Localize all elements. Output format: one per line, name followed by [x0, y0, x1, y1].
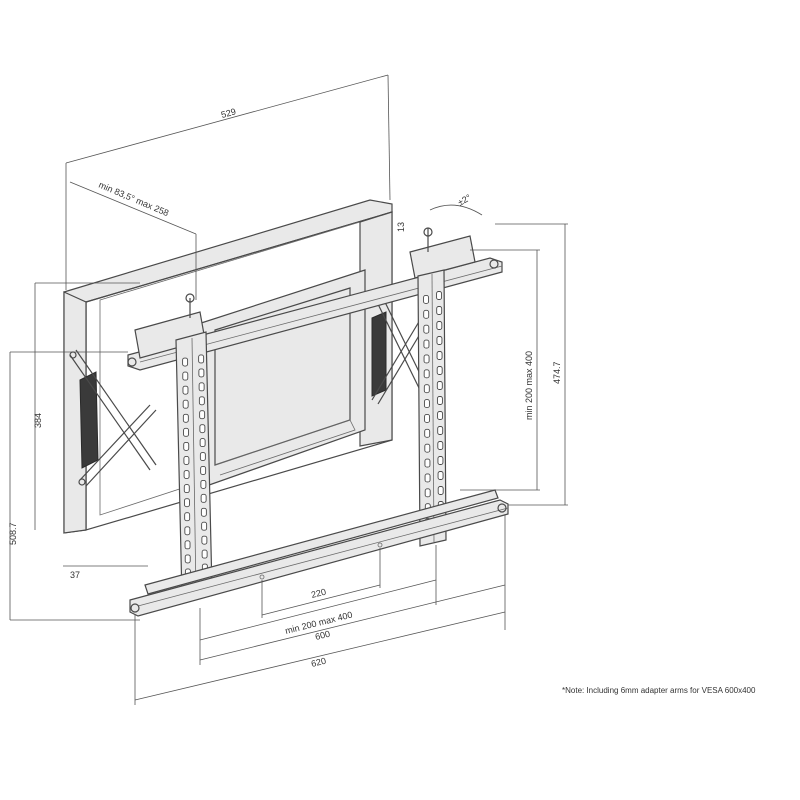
bracket-slot [423, 324, 430, 334]
bracket-slot [436, 351, 443, 360]
bracket-slot [184, 526, 191, 536]
bracket-slot [198, 396, 205, 406]
bracket-slot [436, 381, 443, 390]
bracket-slot [201, 535, 208, 545]
dim-top-width: 529 [220, 106, 237, 120]
scissor-arm-left [69, 349, 157, 487]
bracket-slot [424, 458, 431, 468]
dim-right-height: 474.7 [552, 361, 562, 384]
bracket-slot [201, 549, 208, 559]
dim-tilt-small: 13 [396, 222, 406, 232]
bottom-rail [129, 489, 509, 617]
bracket-slot [201, 521, 208, 531]
bracket-slot [437, 471, 444, 480]
bracket-slot [183, 470, 190, 479]
bracket-slot [437, 441, 444, 450]
vertical-bracket-left [175, 331, 213, 599]
bracket-slot [436, 321, 443, 330]
bracket-slot [424, 488, 431, 498]
bracket-slot [423, 399, 430, 409]
dim-bottom-600: 600 [314, 629, 331, 642]
bracket-slot [424, 443, 431, 453]
bracket-slot [182, 357, 189, 367]
bracket-slot [436, 336, 443, 345]
dim-bottom-620: 620 [310, 656, 327, 669]
bracket-slot [200, 466, 207, 475]
bracket-slot [424, 473, 431, 483]
dim-tilt-angle: ±2° [456, 192, 473, 208]
bracket-slot [436, 396, 443, 405]
bracket-slot [437, 456, 444, 465]
bracket-slot [182, 371, 189, 381]
bracket-slot [200, 479, 207, 489]
bracket-slot [200, 507, 207, 517]
bracket-slot [436, 366, 443, 375]
bracket-slot [199, 452, 206, 461]
bracket-slot [182, 413, 189, 423]
bracket-slot [182, 385, 189, 395]
bracket-slot [436, 291, 443, 300]
bracket-slot [183, 456, 190, 465]
bracket-slot [198, 382, 205, 392]
bracket-slot [423, 339, 430, 349]
bracket-slot [437, 486, 444, 495]
bracket-slot [183, 484, 190, 494]
bracket-slot [184, 498, 190, 508]
bracket-slot [184, 554, 191, 564]
bracket-slot [182, 399, 189, 409]
dim-right-vertical-range: min 200 max 400 [524, 351, 534, 420]
dim-left-height-total: 508.7 [8, 522, 18, 545]
footnote: *Note: Including 6mm adapter arms for VE… [562, 686, 756, 695]
bracket-slot [423, 369, 430, 379]
bracket-slot [437, 426, 444, 435]
bracket-slot [184, 512, 191, 522]
top-rail [127, 227, 503, 371]
dim-offset-37: 37 [70, 570, 80, 580]
bracket-slot [423, 354, 430, 364]
dim-adjust-range-top: min 83,5° max 258 [97, 180, 170, 219]
bracket-slot [199, 410, 206, 420]
bracket-slot [184, 540, 191, 550]
bracket-slot [436, 306, 443, 315]
bracket-slot [423, 309, 430, 319]
scissor-arm-right [371, 295, 427, 405]
bracket-slot [199, 438, 206, 448]
bracket-slot [183, 441, 190, 451]
dim-left-height-upper: 384 [33, 413, 43, 428]
bracket-slot [423, 384, 430, 394]
bracket-slot [183, 427, 189, 437]
bracket-slot [437, 411, 444, 420]
dim-bottom-220: 220 [310, 587, 327, 600]
bracket-slot [198, 368, 205, 378]
bracket-slot [424, 428, 431, 438]
bracket-slot [423, 294, 430, 304]
bracket-slot [424, 413, 431, 423]
bracket-slot [199, 424, 206, 434]
bracket-slot [198, 354, 205, 364]
dimension-lines [9, 74, 568, 705]
bracket-slot [200, 493, 207, 503]
